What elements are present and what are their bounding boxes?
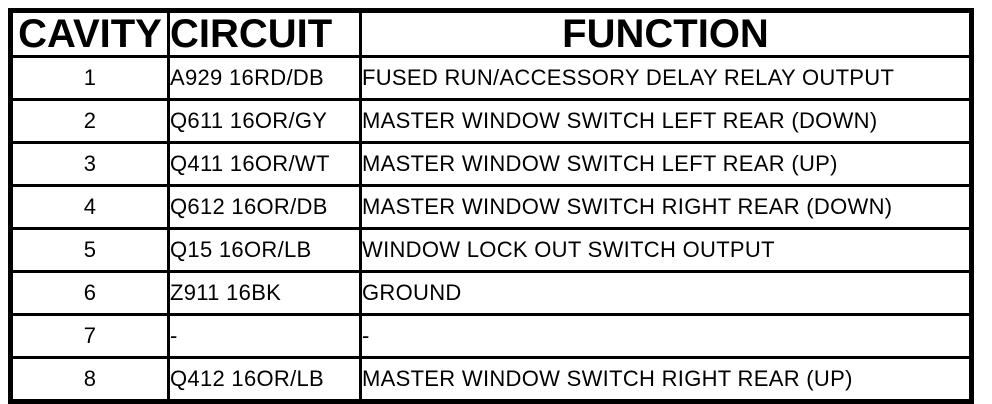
function-cell: GROUND [359, 270, 973, 316]
table-row: 1 A929 16RD/DB FUSED RUN/ACCESSORY DELAY… [9, 55, 973, 101]
function-column-header: FUNCTION [359, 9, 973, 58]
function-cell: MASTER WINDOW SWITCH RIGHT REAR (DOWN) [359, 184, 973, 230]
cavity-cell: 7 [9, 313, 170, 359]
cavity-cell: 1 [9, 55, 170, 101]
function-cell: - [359, 313, 973, 359]
cavity-cell: 5 [9, 227, 170, 273]
function-cell: MASTER WINDOW SWITCH RIGHT REAR (UP) [359, 356, 973, 403]
cavity-column-header: CAVITY [9, 9, 170, 58]
circuit-cell: Z911 16BK [167, 270, 362, 316]
table-row: 2 Q611 16OR/GY MASTER WINDOW SWITCH LEFT… [9, 98, 973, 144]
cavity-cell: 3 [9, 141, 170, 187]
table-row: 7 - - [9, 313, 973, 359]
circuit-column-header: CIRCUIT [167, 9, 362, 58]
function-cell: WINDOW LOCK OUT SWITCH OUTPUT [359, 227, 973, 273]
table-row: 5 Q15 16OR/LB WINDOW LOCK OUT SWITCH OUT… [9, 227, 973, 273]
table-row: 6 Z911 16BK GROUND [9, 270, 973, 316]
cavity-cell: 2 [9, 98, 170, 144]
circuit-cell: Q411 16OR/WT [167, 141, 362, 187]
function-cell: FUSED RUN/ACCESSORY DELAY RELAY OUTPUT [359, 55, 973, 101]
circuit-cell: A929 16RD/DB [167, 55, 362, 101]
cavity-cell: 8 [9, 356, 170, 403]
table-row: 8 Q412 16OR/LB MASTER WINDOW SWITCH RIGH… [9, 356, 973, 403]
circuit-cell: Q15 16OR/LB [167, 227, 362, 273]
circuit-cell: Q612 16OR/DB [167, 184, 362, 230]
table-header-row: CAVITY CIRCUIT FUNCTION [9, 9, 973, 58]
circuit-cell: Q412 16OR/LB [167, 356, 362, 403]
circuit-cell: - [167, 313, 362, 359]
function-cell: MASTER WINDOW SWITCH LEFT REAR (UP) [359, 141, 973, 187]
table-row: 4 Q612 16OR/DB MASTER WINDOW SWITCH RIGH… [9, 184, 973, 230]
cavity-cell: 6 [9, 270, 170, 316]
cavity-cell: 4 [9, 184, 170, 230]
function-cell: MASTER WINDOW SWITCH LEFT REAR (DOWN) [359, 98, 973, 144]
connector-pinout-table: CAVITY CIRCUIT FUNCTION 1 A929 16RD/DB F… [8, 8, 974, 404]
circuit-cell: Q611 16OR/GY [167, 98, 362, 144]
table-row: 3 Q411 16OR/WT MASTER WINDOW SWITCH LEFT… [9, 141, 973, 187]
